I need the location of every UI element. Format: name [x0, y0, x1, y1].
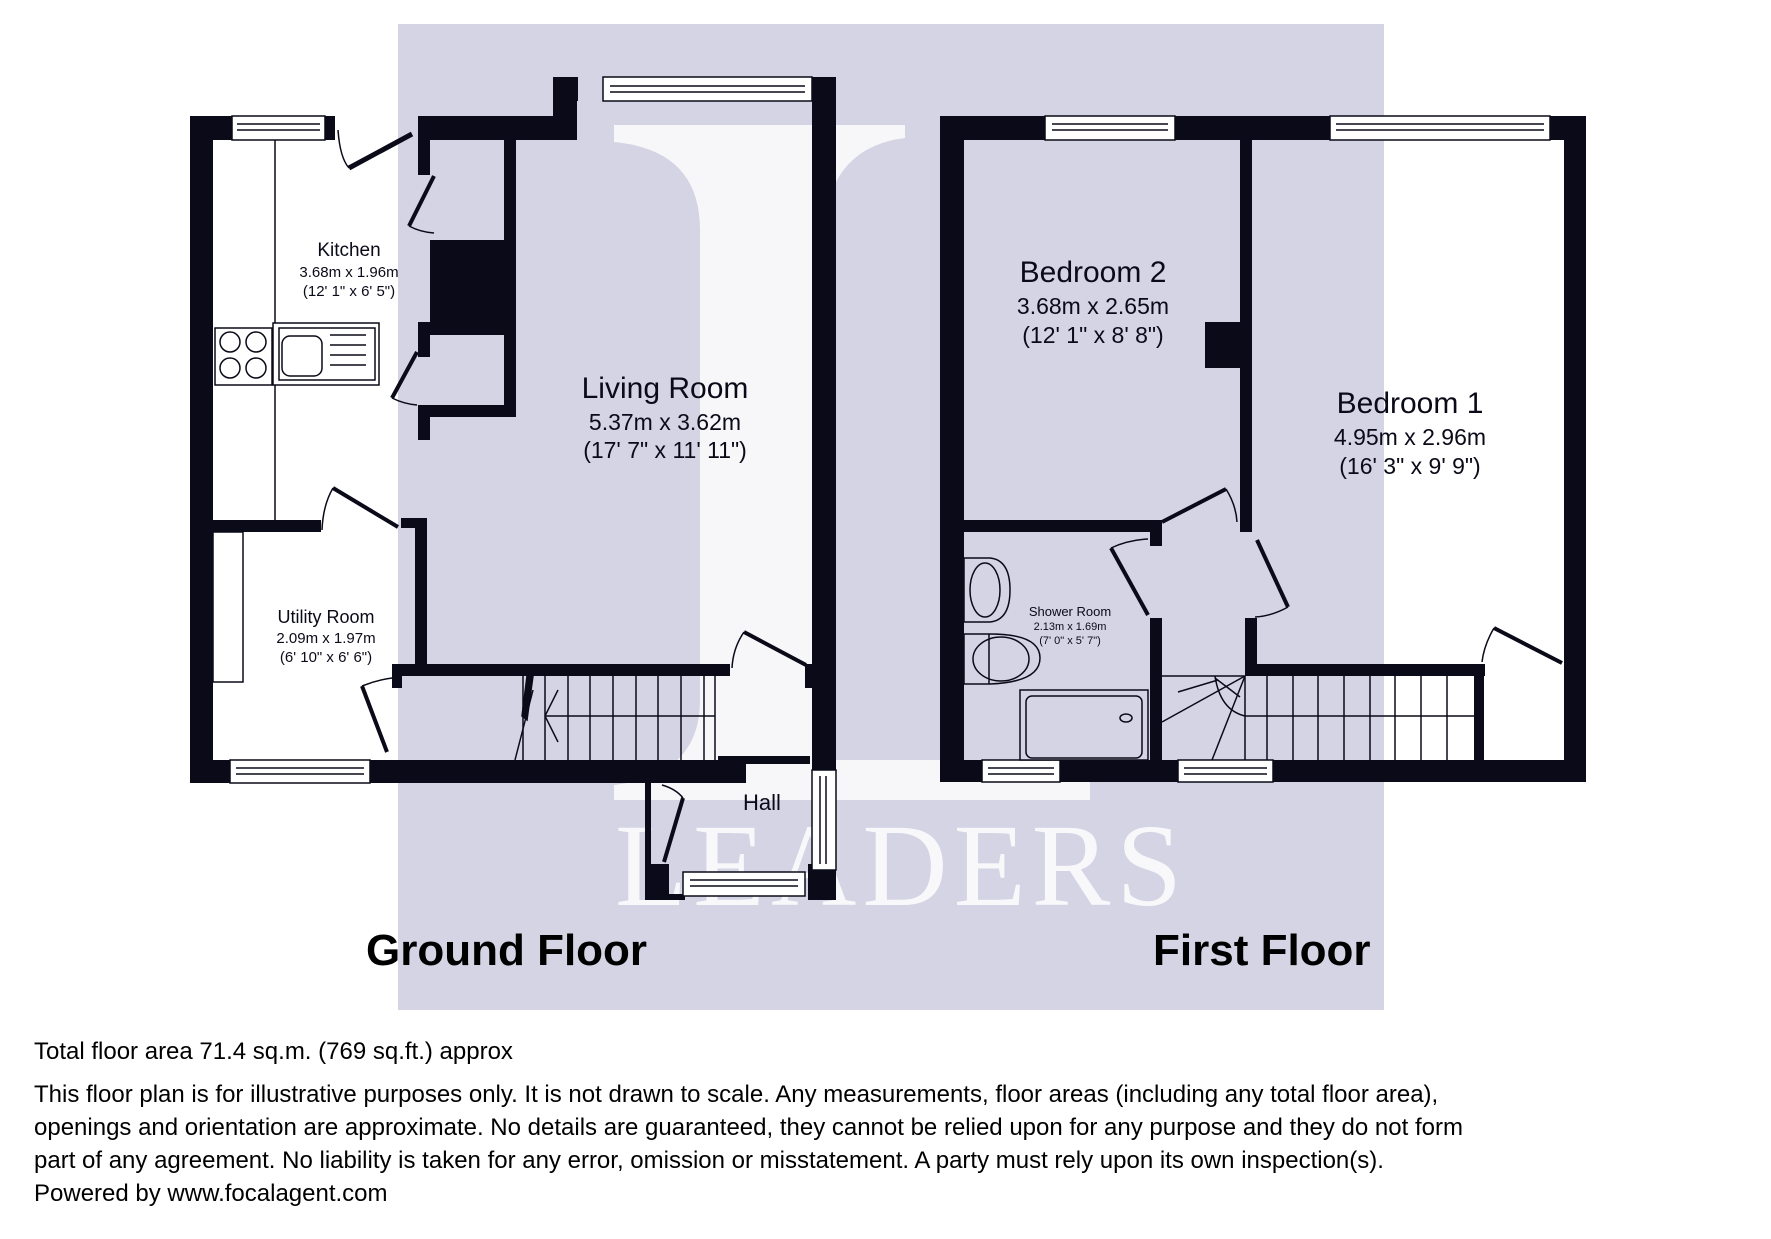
window-icon — [981, 115, 1551, 783]
floor-title-ground: Ground Floor — [366, 926, 647, 975]
door-icon — [1109, 487, 1563, 665]
bathroom-fittings — [963, 557, 1149, 761]
floor-title-first: First Floor — [1153, 926, 1371, 975]
room-name-bedroom-2: Bedroom 2 — [1020, 256, 1167, 289]
room-name-living-room: Living Room — [582, 372, 749, 405]
room-name-kitchen: Kitchen — [317, 240, 380, 261]
room-metric-kitchen: 3.68m x 1.96m — [299, 264, 398, 281]
powered-by-link[interactable]: Powered by www.focalagent.com — [34, 1180, 388, 1207]
total-floor-area: Total floor area 71.4 sq.m. (769 sq.ft.)… — [34, 1038, 513, 1065]
room-name-shower-room: Shower Room — [1029, 604, 1111, 619]
footer: Total floor area 71.4 sq.m. (769 sq.ft.)… — [34, 1035, 1754, 1210]
room-imperial-bedroom-1: (16' 3" x 9' 9") — [1339, 453, 1480, 479]
ground-floor-plan: Kitchen 3.68m x 1.96m (12' 1" x 6' 5") L… — [190, 76, 837, 975]
room-imperial-living-room: (17' 7" x 11' 11") — [583, 437, 747, 463]
watermark-monogram — [614, 125, 1090, 800]
room-metric-utility-room: 2.09m x 1.97m — [276, 630, 375, 647]
room-name-hall: Hall — [743, 790, 781, 815]
first-floor-plan: Bedroom 2 3.68m x 2.65m (12' 1" x 8' 8")… — [940, 115, 1586, 975]
room-imperial-bedroom-2: (12' 1" x 8' 8") — [1022, 322, 1163, 348]
room-metric-bedroom-2: 3.68m x 2.65m — [1017, 293, 1169, 319]
room-imperial-shower-room: (7' 0" x 5' 7") — [1039, 635, 1101, 647]
door-icon — [321, 129, 807, 863]
floor-plan: LEADERS — [190, 24, 1586, 1010]
staircase-icon — [1161, 675, 1474, 761]
room-metric-shower-room: 2.13m x 1.69m — [1034, 621, 1107, 633]
watermark-panel — [398, 24, 1384, 1010]
room-imperial-kitchen: (12' 1" x 6' 5") — [303, 283, 395, 300]
watermark-text: LEADERS — [615, 800, 1188, 931]
kitchen-fittings — [212, 140, 380, 683]
disclaimer-line: This floor plan is for illustrative purp… — [34, 1081, 1439, 1108]
room-name-bedroom-1: Bedroom 1 — [1337, 387, 1484, 420]
room-metric-bedroom-1: 4.95m x 2.96m — [1334, 424, 1486, 450]
disclaimer-line: openings and orientation are approximate… — [34, 1114, 1463, 1141]
room-imperial-utility-room: (6' 10" x 6' 6") — [280, 649, 372, 666]
room-name-utility-room: Utility Room — [277, 607, 374, 627]
window-icon — [229, 76, 837, 897]
disclaimer-line: part of any agreement. No liability is t… — [34, 1147, 1384, 1174]
room-metric-living-room: 5.37m x 3.62m — [589, 409, 741, 435]
staircase-icon — [514, 675, 716, 761]
